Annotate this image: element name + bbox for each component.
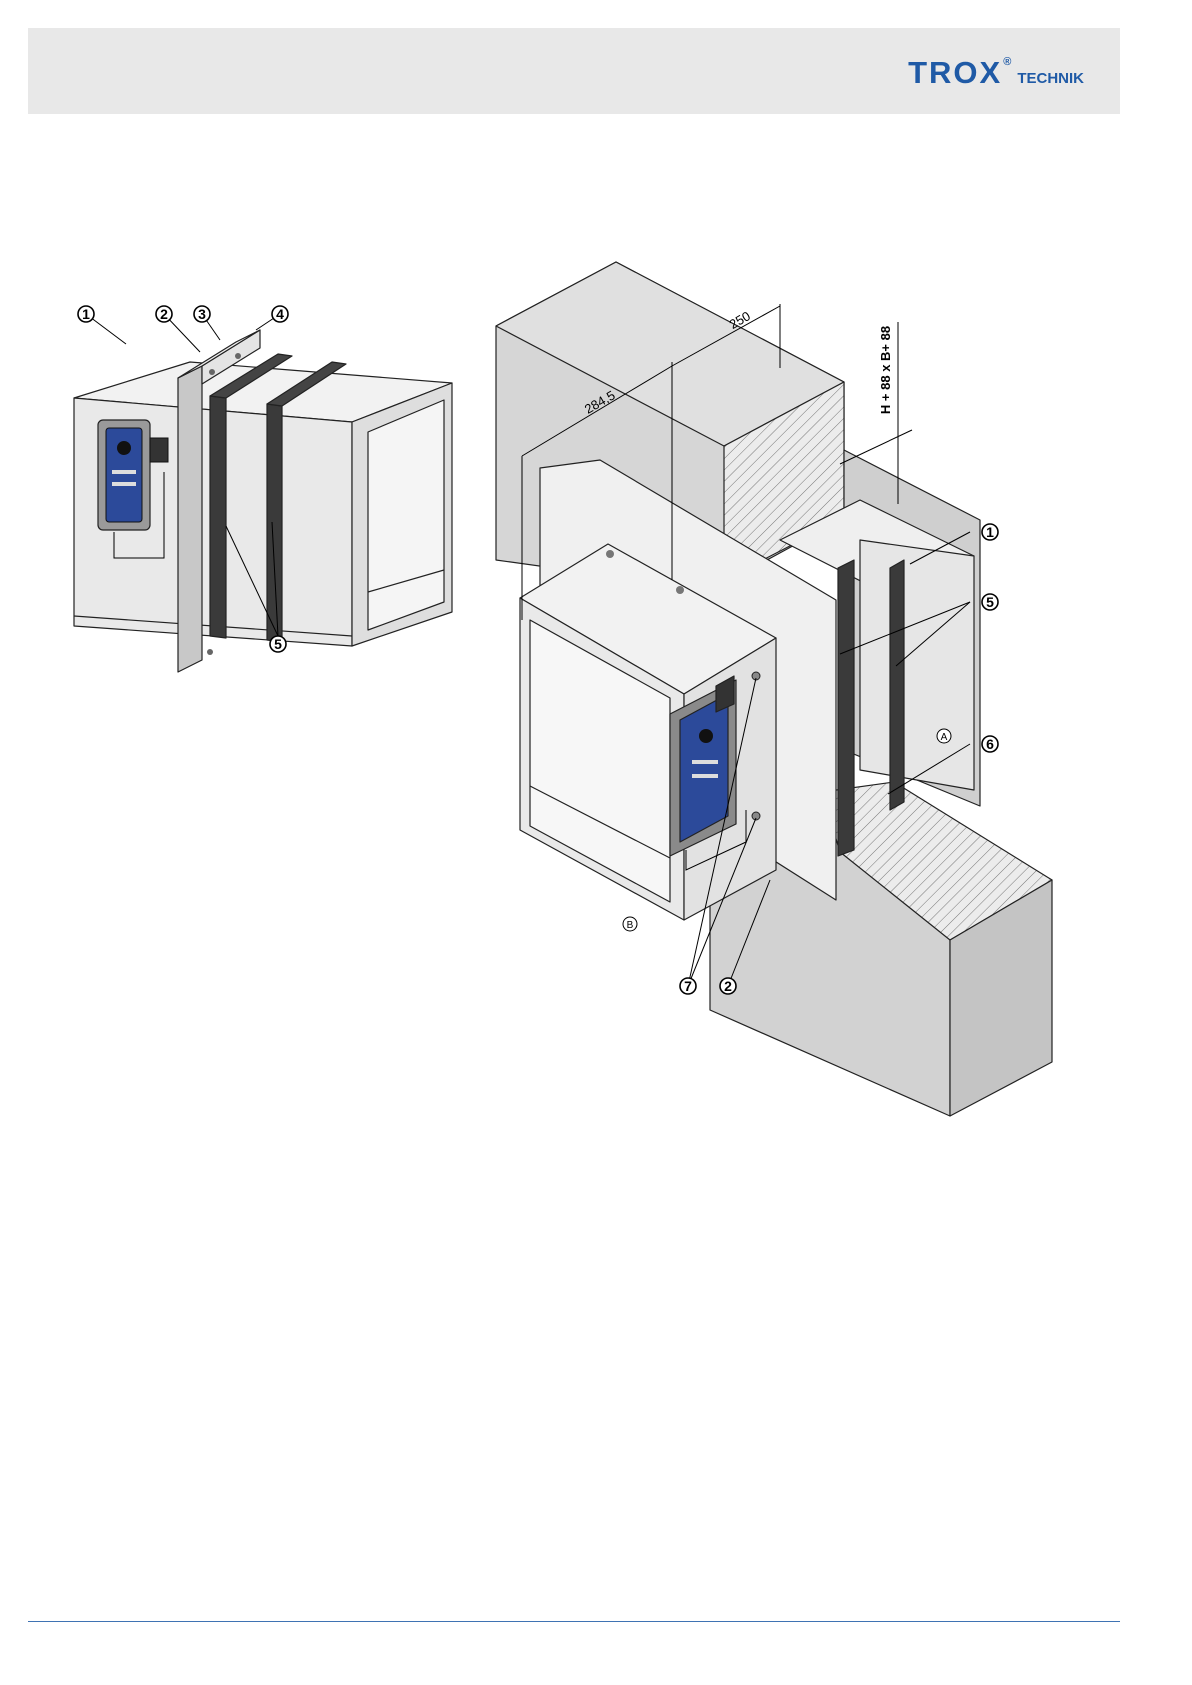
logo-wordmark: TROX — [908, 58, 1002, 88]
callout-left-3: 3 — [194, 306, 210, 322]
callout-right-6: 6 — [982, 736, 998, 752]
page-header: TROX ® TECHNIK — [28, 28, 1120, 114]
svg-text:6: 6 — [986, 736, 994, 752]
svg-text:3: 3 — [198, 306, 206, 322]
callout-right-5: 5 — [982, 594, 998, 610]
figure-right: 284,5 250 H + 88 x B+ 88 1 5 6 7 2 A B — [480, 250, 1080, 1130]
svg-text:2: 2 — [724, 978, 732, 994]
svg-text:7: 7 — [684, 978, 692, 994]
svg-text:B: B — [627, 920, 634, 931]
callout-right-7: 7 — [680, 978, 696, 994]
callout-right-2: 2 — [720, 978, 736, 994]
svg-text:5: 5 — [274, 636, 282, 652]
svg-text:2: 2 — [160, 306, 168, 322]
callout-left-4: 4 — [272, 306, 288, 322]
logo-suffix: TECHNIK — [1017, 70, 1084, 88]
footer-rule — [28, 1621, 1120, 1622]
callout-left-1: 1 — [78, 306, 94, 322]
mark-a: A — [937, 729, 951, 743]
svg-text:1: 1 — [986, 524, 994, 540]
registered-mark: ® — [1003, 56, 1011, 68]
mark-b: B — [623, 917, 637, 931]
callout-left-2: 2 — [156, 306, 172, 322]
svg-text:5: 5 — [986, 594, 994, 610]
dimension-opening: H + 88 x B+ 88 — [878, 326, 893, 414]
callout-left-5: 5 — [270, 636, 286, 652]
svg-text:1: 1 — [82, 306, 90, 322]
svg-text:A: A — [941, 732, 948, 743]
callout-right-1: 1 — [982, 524, 998, 540]
svg-text:4: 4 — [276, 306, 284, 322]
trox-logo: TROX ® TECHNIK — [908, 58, 1084, 88]
figure-left: 1 2 3 4 5 — [60, 300, 470, 720]
